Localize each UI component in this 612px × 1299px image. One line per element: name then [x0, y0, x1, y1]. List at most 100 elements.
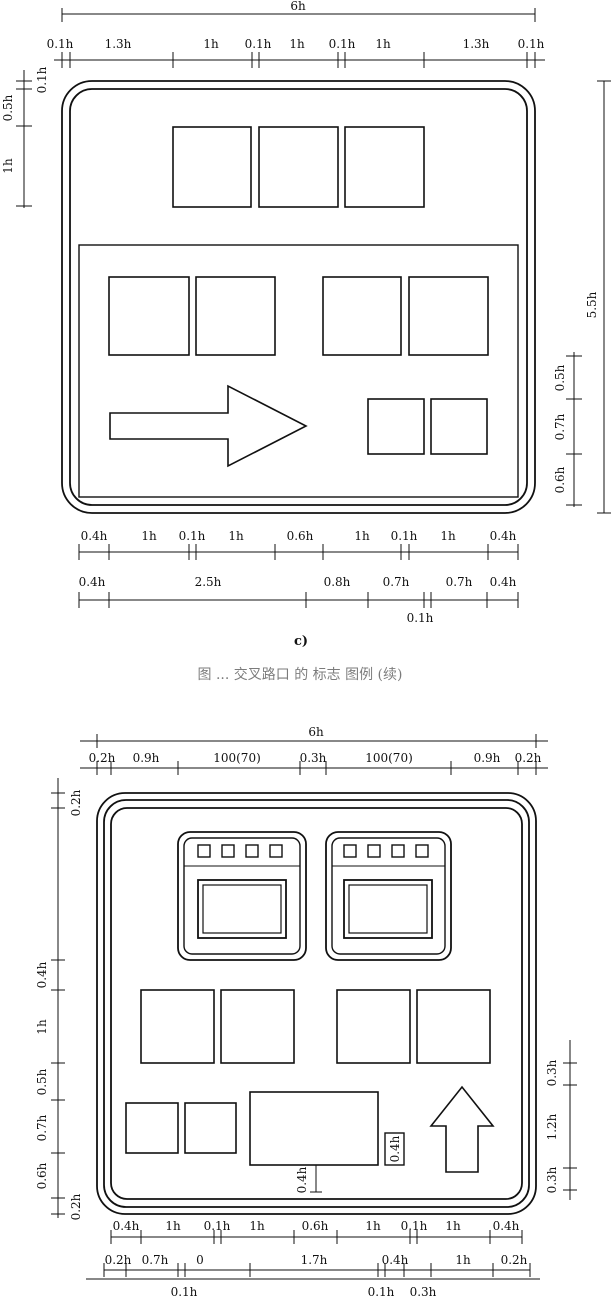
sign-d-module-left [177, 831, 307, 961]
dim-d-left-6: 0.6h [35, 1162, 49, 1189]
dim-bottom1-4: 1h [228, 529, 244, 543]
sign-d-small-box [384, 1132, 405, 1166]
dim-top-seg-2: 1.3h [105, 37, 132, 51]
figure-caption: 图 ... 交叉路口 的 标志 图例 (续) [198, 666, 403, 683]
dim-d-left-3: 1h [35, 1019, 49, 1035]
dim-right-3: 0.6h [553, 466, 567, 493]
dim-left-3: 1h [1, 158, 15, 174]
dim-d-inner-2: 0.4h [388, 1135, 402, 1162]
dim-d-top-seg-1: 0.2h [89, 751, 116, 765]
dim-bottom1-3: 0.1h [179, 529, 206, 543]
dim-top-seg-1: 0.1h [47, 37, 74, 51]
dim-d-bottom2-3: 0 [196, 1253, 204, 1267]
dim-right-2: 0.7h [553, 413, 567, 440]
sign-c-mid-box-2 [195, 276, 276, 356]
dim-d-bottom2-6: 1h [455, 1253, 471, 1267]
dim-d-inner-1: 0.4h [295, 1166, 309, 1193]
dim-d-left-5: 0.7h [35, 1114, 49, 1141]
dim-d-left-7: 0.2h [69, 1193, 83, 1220]
dim-top-seg-4: 0.1h [245, 37, 272, 51]
dim-bottom1-8: 1h [440, 529, 456, 543]
dim-d-bottom1-6: 1h [365, 1219, 381, 1233]
dim-left-1: 0.1h [35, 66, 49, 93]
dim-top-seg-8: 1.3h [463, 37, 490, 51]
dim-d-left-4: 0.5h [35, 1068, 49, 1095]
dim-bottom1-6: 1h [354, 529, 370, 543]
dim-top-seg-6: 0.1h [329, 37, 356, 51]
sign-d-low-box-1 [125, 1102, 179, 1154]
sign-c-inner-border [69, 88, 528, 506]
sign-d-middle-border [103, 799, 530, 1208]
dim-d-top-seg-7: 0.2h [515, 751, 542, 765]
sign-c-outer-border [61, 80, 536, 514]
right-arrow-icon [109, 384, 308, 468]
dim-top-seg-3: 1h [203, 37, 219, 51]
dim-d-right-2: 1.2h [545, 1113, 559, 1140]
dim-d-left-2: 0.4h [35, 961, 49, 988]
dim-bottom2-6: 0.4h [490, 575, 517, 589]
dim-bottom1-7: 0.1h [391, 529, 418, 543]
dim-bottom2-5: 0.7h [446, 575, 473, 589]
sign-c-top-box-2 [258, 126, 339, 208]
dim-d-right-1: 0.3h [545, 1059, 559, 1086]
sign-d-outer-border [96, 792, 537, 1215]
sign-c-inner-panel [78, 244, 519, 498]
dim-d-bottom1-5: 0.6h [302, 1219, 329, 1233]
dim-left-2: 0.5h [1, 94, 15, 121]
dim-d-top-seg-6: 0.9h [474, 751, 501, 765]
sign-d: 6h 0.2h 0.9h 100(70) 0.3h 100(70) 0.9h 0… [35, 725, 577, 1299]
dim-top-seg-9: 0.1h [518, 37, 545, 51]
dim-bottom2-extra: 0.1h [407, 611, 434, 625]
dim-d-bottom3-1: 0.1h [171, 1285, 198, 1299]
sign-c: 6h 0.1h 1.3h 1h 0.1h 1h 0.1h 1h 1.3h 0.1… [1, 0, 611, 683]
dim-d-top-seg-5: 100(70) [365, 751, 413, 765]
sign-d-low-box-2 [184, 1102, 237, 1154]
dim-bottom1-2: 1h [141, 529, 157, 543]
dim-bottom1-9: 0.4h [490, 529, 517, 543]
sign-d-inner-border [110, 807, 523, 1200]
dim-overall-width: 6h [290, 0, 306, 13]
sign-c-low-box-2 [430, 398, 488, 455]
sign-d-module-right [325, 831, 452, 961]
dim-bottom2-1: 0.4h [79, 575, 106, 589]
dim-bottom1-1: 0.4h [81, 529, 108, 543]
sign-d-mid-box-4 [416, 989, 491, 1064]
dim-d-top-seg-3: 100(70) [213, 751, 261, 765]
dim-top-seg-5: 1h [289, 37, 305, 51]
dim-d-right-3: 0.3h [545, 1166, 559, 1193]
sign-d-mid-box-3 [336, 989, 411, 1064]
dim-d-top-seg-2: 0.9h [133, 751, 160, 765]
dim-bottom2-3: 0.8h [324, 575, 351, 589]
dim-d-bottom3-3: 0.3h [410, 1285, 437, 1299]
dim-d-bottom2-7: 0.2h [501, 1253, 528, 1267]
dim-bottom2-4: 0.7h [383, 575, 410, 589]
dim-d-bottom2-2: 0.7h [142, 1253, 169, 1267]
figure-label-c: c) [294, 634, 308, 649]
dim-d-bottom2-5: 0.4h [382, 1253, 409, 1267]
dim-d-top-seg-4: 0.3h [300, 751, 327, 765]
up-arrow-icon [429, 1085, 495, 1173]
dim-d-left-1: 0.2h [69, 789, 83, 816]
dim-bottom1-5: 0.6h [287, 529, 314, 543]
sign-c-mid-box-1 [108, 276, 190, 356]
dim-d-bottom1-9: 0.4h [493, 1219, 520, 1233]
dim-d-bottom1-2: 1h [165, 1219, 181, 1233]
sign-c-top-box-1 [172, 126, 252, 208]
sign-c-mid-box-3 [322, 276, 402, 356]
dim-d-bottom1-4: 1h [249, 1219, 265, 1233]
sign-d-mid-box-1 [140, 989, 215, 1064]
dim-top-seg-7: 1h [375, 37, 391, 51]
sign-c-mid-box-4 [408, 276, 489, 356]
dim-d-bottom1-8: 1h [445, 1219, 461, 1233]
dim-d-bottom1-3: 0.1h [204, 1219, 231, 1233]
dim-right-overall: 5.5h [585, 291, 599, 318]
dim-d-overall-width: 6h [308, 725, 324, 739]
dim-d-bottom3-2: 0.1h [368, 1285, 395, 1299]
dim-d-bottom1-7: 0.1h [401, 1219, 428, 1233]
dim-right-1: 0.5h [553, 364, 567, 391]
sign-c-low-box-1 [367, 398, 425, 455]
dim-d-bottom2-4: 1.7h [301, 1253, 328, 1267]
sign-d-mid-box-2 [220, 989, 295, 1064]
dim-d-bottom2-1: 0.2h [105, 1253, 132, 1267]
